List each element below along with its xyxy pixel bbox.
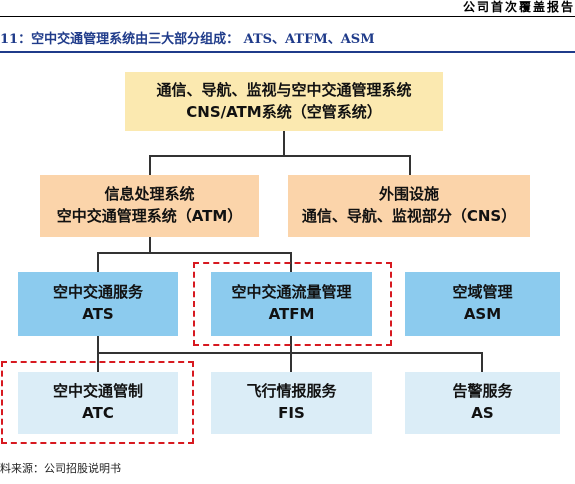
node-title: 空域管理	[452, 283, 513, 302]
atfm-highlight-frame	[193, 262, 392, 346]
node-atfm: 空中交通流量管理 ATFM	[211, 272, 372, 336]
figure-source: 料来源：公司招股说明书	[0, 462, 121, 475]
node-subtitle: ATFM	[268, 305, 315, 323]
node-title: 空中交通管制	[52, 382, 143, 401]
node-information-processing-system: 信息处理系统 空中交通管理系统（ATM）	[40, 175, 259, 237]
diagram-root-node: 通信、导航、监视与空中交通管理系统 CNS/ATM系统（空管系统）	[125, 72, 443, 131]
node-title: 外围设施	[378, 185, 439, 204]
node-title: 空中交通服务	[52, 283, 143, 302]
header-rule	[0, 16, 575, 17]
node-subtitle: ATS	[82, 305, 114, 323]
node-subtitle: AS	[471, 404, 494, 422]
node-subtitle: FIS	[278, 404, 305, 422]
node-atc: 空中交通管制 ATC	[18, 372, 178, 434]
caption-rule	[0, 51, 575, 53]
report-header-title: 公司首次覆盖报告	[462, 0, 575, 14]
node-title: 飞行情报服务	[246, 382, 337, 401]
atc-highlight-frame	[1, 361, 194, 444]
node-fis: 飞行情报服务 FIS	[211, 372, 372, 434]
node-subtitle: ATC	[82, 404, 114, 422]
node-peripheral-facilities: 外围设施 通信、导航、监视部分（CNS）	[288, 175, 530, 237]
node-subtitle: 空中交通管理系统（ATM）	[56, 207, 243, 225]
node-title: 告警服务	[452, 382, 513, 401]
node-title: 通信、导航、监视与空中交通管理系统	[156, 80, 412, 99]
node-title: 信息处理系统	[104, 185, 195, 204]
node-ats: 空中交通服务 ATS	[18, 272, 178, 336]
figure-caption: 11：空中交通管理系统由三大部分组成： ATS、ATFM、ASM	[0, 32, 375, 47]
node-subtitle: 通信、导航、监视部分（CNS）	[301, 207, 517, 225]
node-subtitle: CNS/ATM系统（空管系统）	[186, 102, 382, 121]
node-asm: 空域管理 ASM	[405, 272, 560, 336]
node-subtitle: ASM	[463, 305, 502, 323]
node-title: 空中交通流量管理	[231, 283, 352, 302]
node-as: 告警服务 AS	[405, 372, 560, 434]
